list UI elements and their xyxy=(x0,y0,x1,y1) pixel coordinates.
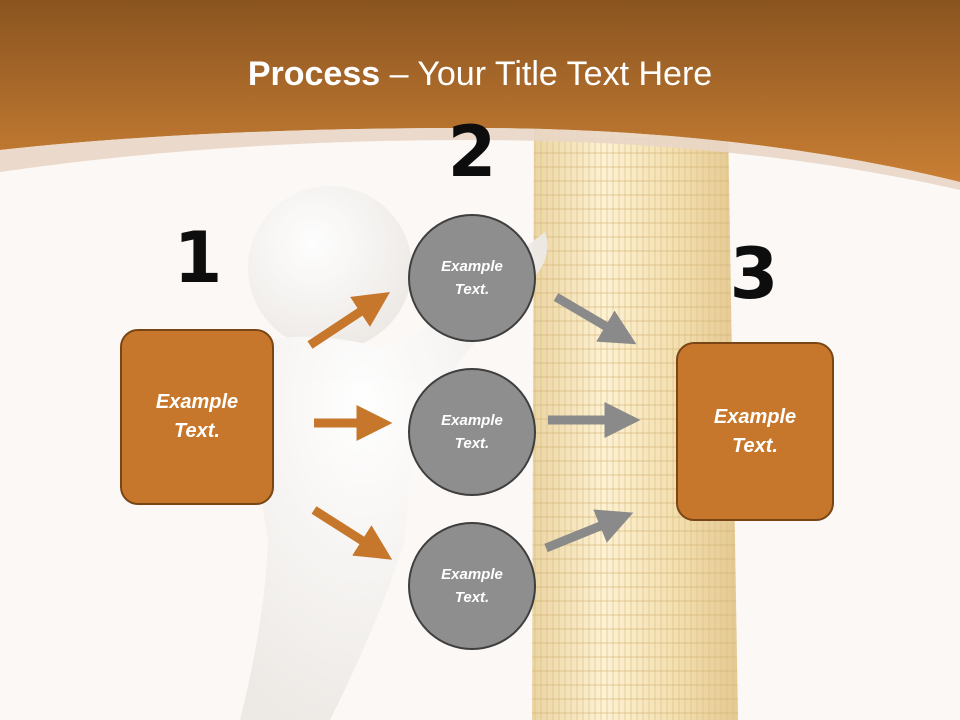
step-number-3: 3 xyxy=(729,233,779,315)
circle-1: Example Text. xyxy=(408,214,536,342)
left-box: Example Text. xyxy=(120,329,274,505)
slide-title: Process – Your Title Text Here xyxy=(0,52,960,96)
arrow-from-circle-3 xyxy=(544,509,634,553)
header-band xyxy=(0,0,960,182)
right-box: Example Text. xyxy=(676,342,834,521)
title-rest: – Your Title Text Here xyxy=(380,55,713,93)
circle-3: Example Text. xyxy=(408,522,536,650)
arrow-to-circle-3 xyxy=(311,506,393,560)
circle-2-label: Example Text. xyxy=(441,412,503,452)
step-number-2: 2 xyxy=(447,111,497,193)
step-number-1: 1 xyxy=(173,217,223,299)
circle-1-label: Example Text. xyxy=(441,258,503,298)
arrow-to-circle-1 xyxy=(307,292,391,349)
circle-2: Example Text. xyxy=(408,368,536,496)
right-box-label: Example Text. xyxy=(713,405,797,457)
title-bold: Process xyxy=(247,55,381,93)
left-box-label: Example Text. xyxy=(155,391,239,442)
circle-3-label: Example Text. xyxy=(441,566,503,606)
header-swoosh xyxy=(0,128,960,190)
arrow-from-circle-1 xyxy=(553,293,637,345)
